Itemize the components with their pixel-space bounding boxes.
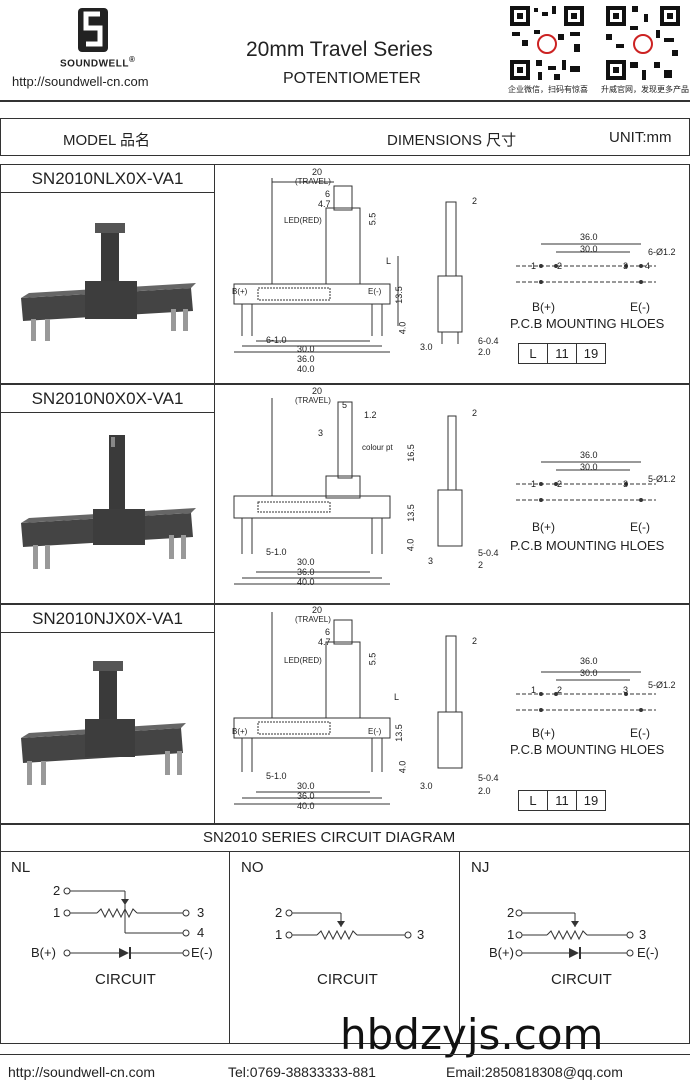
model-column-header: MODEL 品名 [63, 132, 150, 149]
product-image [1, 413, 215, 603]
diode-icon [119, 948, 129, 958]
pcb-bplus: B(+) [532, 300, 556, 314]
led-label: LED(RED) [284, 216, 322, 225]
dim-360: 36.0 [297, 354, 315, 364]
circuit-diagram-section: SN2010 SERIES CIRCUIT DIAGRAM NL NO NJ [0, 824, 690, 1044]
unit-label: UNIT:mm [609, 129, 672, 146]
product-row-njx: SN2010NJX0X-VA1 [0, 604, 690, 824]
pcb-pin-3: 3 [623, 261, 629, 271]
product-row-n0x: SN2010N0X0X-VA1 [0, 384, 690, 604]
product-image [1, 633, 215, 823]
bplus-label: B(+) [232, 287, 248, 296]
pcb-eminus: E(-) [630, 300, 650, 314]
dim-6: 6 [325, 189, 331, 199]
header-divider [0, 100, 690, 102]
potentiometer-nj-photo-icon [21, 661, 186, 785]
footer-tel: Tel:0769-38833333-881 [228, 1064, 376, 1080]
pcb-36: 36.0 [580, 232, 598, 242]
qr-code-wechat-icon [508, 4, 586, 82]
product-image [1, 193, 215, 383]
dim-400: 40.0 [297, 364, 315, 374]
dim-61: 6-1.0 [266, 335, 287, 345]
qr-caption-website: 升威官网，发现更多产品 [601, 85, 689, 94]
pcb-pin-4: 4 [645, 261, 651, 271]
potentiometer-nl-photo-icon [21, 223, 196, 341]
dim-64: 6-0.4 [478, 336, 499, 346]
product-name: SN2010NJX0X-VA1 [1, 605, 215, 633]
soundwell-logo-icon [78, 8, 108, 52]
product-name: SN2010NLX0X-VA1 [1, 165, 215, 193]
dim-30s: 3.0 [420, 342, 433, 352]
dim-300: 30.0 [297, 344, 315, 354]
qr-caption-wechat: 企业微信，扫码有惊喜 [508, 85, 588, 94]
brand-name: SOUNDWELL® [60, 55, 136, 70]
pcb-pin-1: 1 [531, 261, 537, 271]
dim-L: L [386, 256, 392, 266]
dim-travel-value: 20 [312, 167, 323, 177]
product-name: SN2010N0X0X-VA1 [1, 385, 215, 413]
circuit-label-nj: NJ [471, 859, 490, 876]
circuit-caption-no: CIRCUIT [317, 971, 378, 988]
dim-55: 5.5 [367, 212, 378, 226]
brand-url[interactable]: http://soundwell-cn.com [12, 74, 149, 89]
circuit-section-title: SN2010 SERIES CIRCUIT DIAGRAM [203, 829, 456, 846]
l-value-table: L 11 19 [518, 343, 606, 364]
circuit-label-nl: NL [11, 859, 31, 876]
pcb-pin-2: 2 [557, 261, 563, 271]
eminus-label: E(-) [368, 287, 382, 296]
dim-135: 13.5 [393, 286, 404, 304]
dim-20s: 2.0 [478, 347, 491, 357]
circuit-schematics [63, 887, 634, 959]
circuit-caption-nj: CIRCUIT [551, 971, 612, 988]
dim-40: 4.0 [397, 321, 408, 335]
page-title: 20mm Travel Series [246, 38, 433, 61]
watermark: hbdzyjs.com [340, 1010, 604, 1059]
circuit-label-no: NO [241, 859, 264, 876]
dim-travel-label: (TRAVEL) [295, 177, 331, 186]
potentiometer-no-photo-icon [21, 435, 196, 569]
footer-email[interactable]: Email:2850818308@qq.com [446, 1064, 623, 1080]
dimension-drawings [233, 178, 656, 805]
pcb-caption: P.C.B MOUNTING HLOES [510, 316, 665, 331]
circuit-caption-nl: CIRCUIT [95, 971, 156, 988]
page-footer: http://soundwell-cn.com Tel:0769-3883333… [0, 1054, 690, 1087]
product-row-nlx: SN2010NLX0X-VA1 [0, 164, 690, 384]
l-value-table-3: L 11 19 [518, 790, 606, 811]
qr-code-website-icon [604, 4, 682, 82]
dim-47: 4.7 [318, 199, 331, 209]
colour-pt-label: colour pt [362, 443, 393, 452]
dim-2: 2 [472, 196, 478, 206]
footer-url[interactable]: http://soundwell-cn.com [8, 1064, 156, 1080]
dimensions-column-header: DIMENSIONS 尺寸 [387, 132, 517, 149]
page-subtitle: POTENTIOMETER [283, 70, 421, 87]
pcb-hole-6: 6-Ø1.2 [648, 247, 676, 257]
pcb-30: 30.0 [580, 244, 598, 254]
table-header-bar: MODEL 品名 DIMENSIONS 尺寸 UNIT:mm [0, 118, 690, 156]
